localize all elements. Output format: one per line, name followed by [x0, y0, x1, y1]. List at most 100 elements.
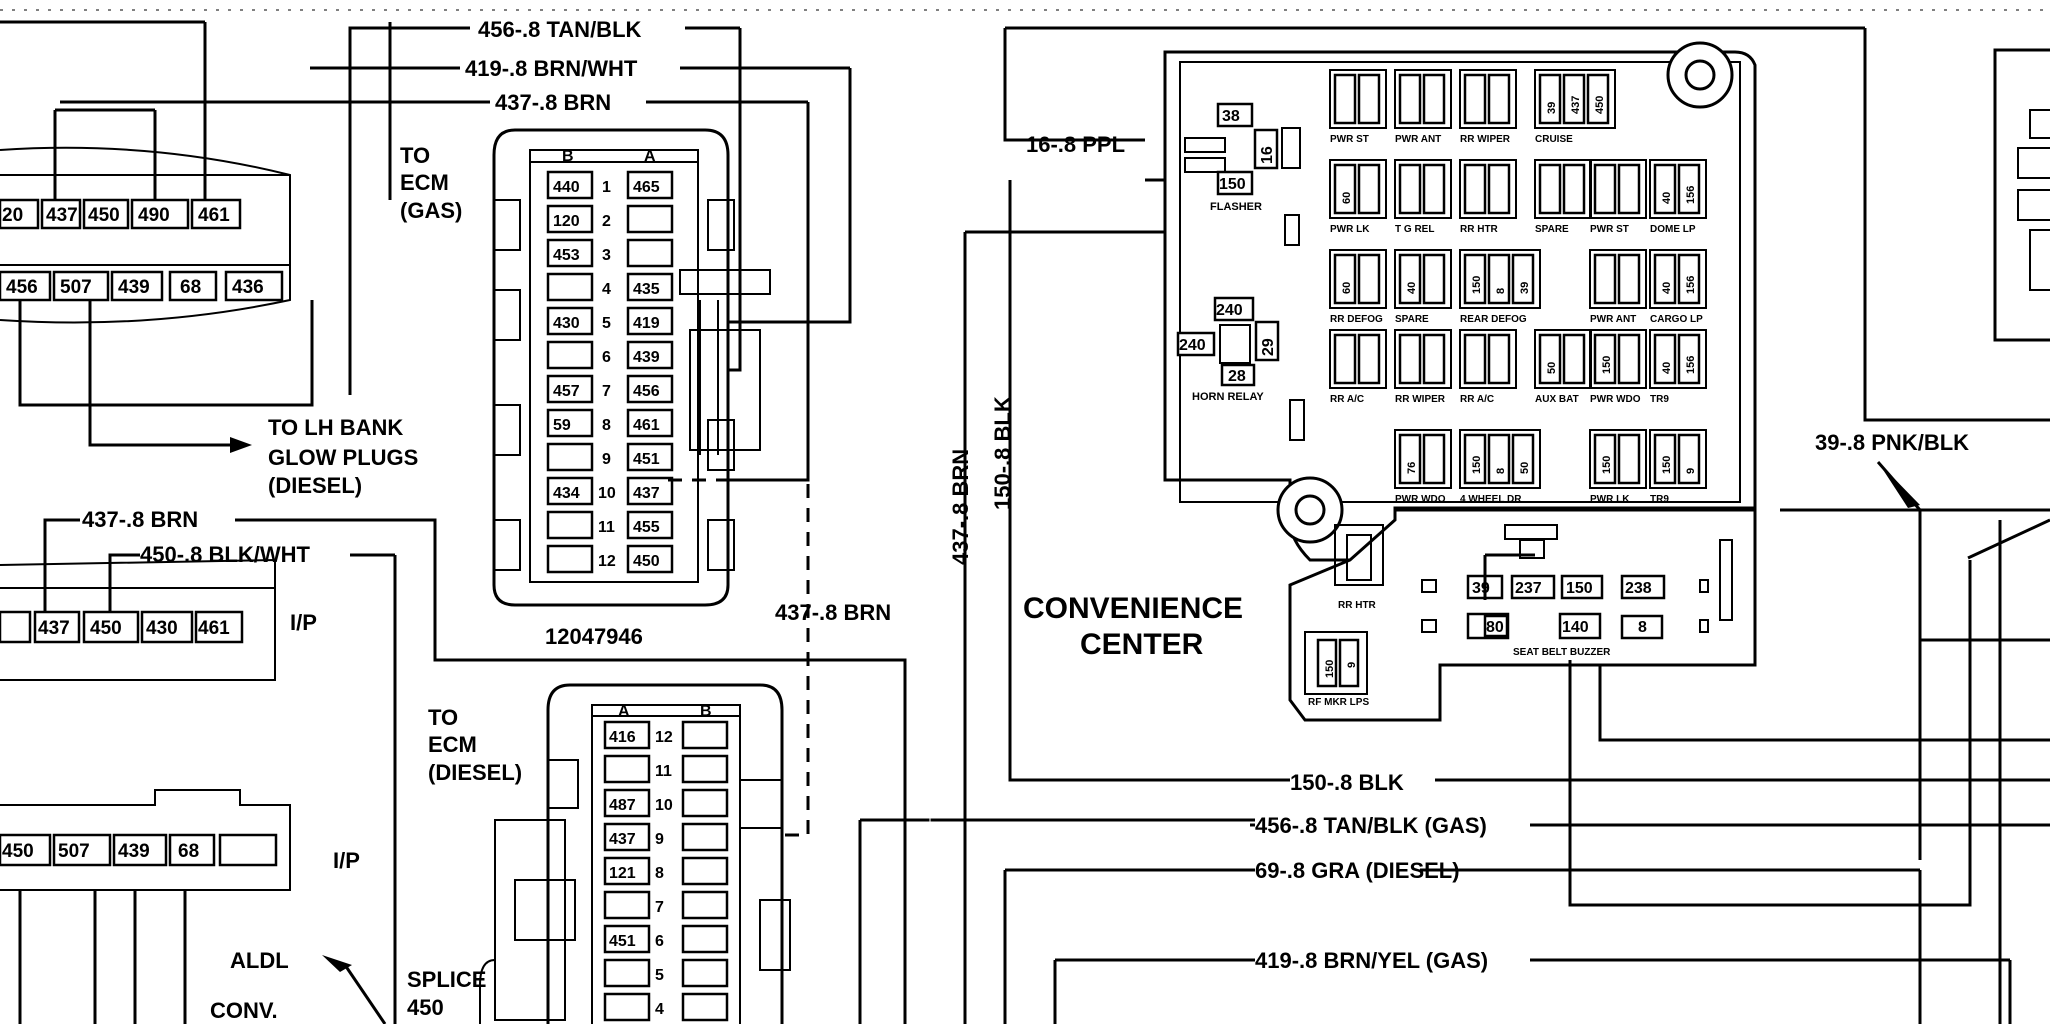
fuse-pin: [1487, 433, 1511, 485]
top-left-wires: [0, 20, 852, 482]
svg-text:8: 8: [1638, 619, 1647, 636]
fuse-pin: [1357, 253, 1381, 305]
fuse-slot: [1394, 249, 1452, 309]
pin-box-b: [546, 510, 594, 540]
fuse-pin: [1538, 333, 1562, 385]
convenience-center-title: CENTER: [1080, 628, 1204, 661]
wire-label: 419-.8 BRN/YEL (GAS): [1255, 948, 1488, 973]
svg-text:RR HTR: RR HTR: [1338, 600, 1377, 611]
pin-label: 461: [198, 618, 230, 639]
wire-label: 456-.8 TAN/BLK: [478, 17, 642, 42]
to-ecm-gas-label: ECM: [400, 170, 449, 195]
pin-box-a: [603, 958, 651, 988]
wire-label: 69-.8 GRA (DIESEL): [1255, 858, 1460, 883]
pin-label: 68: [178, 841, 199, 862]
pin-box-a: [626, 170, 674, 200]
fuse-pin: [1357, 73, 1381, 125]
pin-number: 12: [655, 729, 673, 746]
fuse-value: 450: [1594, 96, 1606, 114]
pin-box-b: [681, 754, 729, 784]
fuse-name: 4 WHEEL DR: [1460, 494, 1522, 505]
fuse-pin: [1422, 163, 1446, 215]
to-ecm-gas-label: TO: [400, 143, 430, 168]
fuse-slot: [1649, 159, 1707, 219]
fuse-pin: [1333, 333, 1357, 385]
rf-mkr-lps: 150 9 RF MKR LPS: [1304, 631, 1369, 708]
svg-text:RF MKR LPS: RF MKR LPS: [1308, 697, 1369, 708]
wire-label: 39-.8 PNK/BLK: [1815, 430, 1969, 455]
part-number: 12047946: [545, 624, 643, 649]
fuse-pin: [1487, 73, 1511, 125]
aldl-label: ALDL: [230, 948, 289, 973]
fuse-name: TR9: [1650, 394, 1669, 405]
fuse-value: 150: [1601, 356, 1613, 374]
svg-text:FLASHER: FLASHER: [1210, 201, 1262, 213]
wire-label: 456-.8 TAN/BLK (GAS): [1255, 813, 1487, 838]
fuse-pin: [1487, 163, 1511, 215]
pin-label-b: 59: [553, 417, 571, 434]
pin-box-b: [546, 238, 594, 268]
fuse-slot: [1394, 159, 1452, 219]
pin-label-a: 451: [609, 933, 636, 950]
pin-box-b: [681, 720, 729, 750]
fuse-value: 60: [1341, 192, 1353, 204]
pin-label-a: 451: [633, 451, 660, 468]
pin-number: 5: [655, 967, 664, 984]
pin-label-a: 465: [633, 179, 660, 196]
ip-label: I/P: [290, 610, 317, 635]
svg-text:240: 240: [1216, 302, 1243, 319]
wire-label: 150-.8 BLK: [1290, 770, 1404, 795]
pin-box-b: [546, 476, 594, 506]
pin-label-b: 434: [553, 485, 580, 502]
pin-box-a: [626, 476, 674, 506]
pin-number: 2: [602, 213, 611, 230]
fuse-name: PWR LK: [1330, 224, 1370, 235]
pin-box-b: [546, 204, 594, 234]
fuse-pin: [1593, 253, 1617, 305]
fuse-name: TR9: [1650, 494, 1669, 505]
fuse-name: PWR WDO: [1395, 494, 1446, 505]
pin-label-a: 416: [609, 729, 636, 746]
fuse-pin: [1422, 73, 1446, 125]
pin-number: 4: [602, 281, 611, 298]
fuse-name: PWR LK: [1590, 494, 1630, 505]
pin-box-b: [681, 856, 729, 886]
left-top-connector: 20 437 450 490 461 456 507 439 68 436: [0, 108, 291, 324]
pin-label-a: 437: [633, 485, 660, 502]
svg-text:237: 237: [1515, 580, 1542, 597]
svg-text:39: 39: [1472, 580, 1490, 597]
left-bottom-connector: 450 507 439 68: [0, 789, 291, 1024]
svg-text:16: 16: [1259, 146, 1276, 164]
pin-label: 436: [232, 277, 264, 298]
fuse-slot: [1329, 159, 1387, 219]
fuse-value: 40: [1661, 192, 1673, 204]
pin-box-b: [546, 374, 594, 404]
fuse-value: 156: [1685, 276, 1697, 294]
pin-box-b: [546, 340, 594, 370]
pin-label: 461: [198, 205, 230, 226]
pin-label-b: 430: [553, 315, 580, 332]
svg-text:140: 140: [1562, 619, 1589, 636]
pin-box-a: [603, 924, 651, 954]
fuse-pin: [1617, 163, 1641, 215]
svg-text:80: 80: [1486, 619, 1504, 636]
fuse-pin: [1398, 73, 1422, 125]
fuse-pin: [1357, 163, 1381, 215]
convenience-center-title: CONVENIENCE: [1023, 592, 1243, 625]
fuse-name: PWR WDO: [1590, 394, 1641, 405]
fuse-pin: [1653, 433, 1677, 485]
svg-text:238: 238: [1625, 580, 1652, 597]
pin-number: 1: [602, 179, 611, 196]
pin-label: 430: [146, 618, 178, 639]
pin-label-b: 440: [553, 179, 580, 196]
to-ecm-diesel-label: TO: [428, 705, 458, 730]
svg-text:240: 240: [1179, 337, 1206, 354]
to-ecm-gas-label: (GAS): [400, 198, 462, 223]
pin-box-b: [681, 822, 729, 852]
fuse-slot: [1534, 69, 1616, 129]
fuse-slot: [1459, 429, 1541, 489]
fuse-name: PWR ANT: [1395, 134, 1441, 145]
pin-label: 450: [90, 618, 122, 639]
fuse-value: 40: [1661, 362, 1673, 374]
